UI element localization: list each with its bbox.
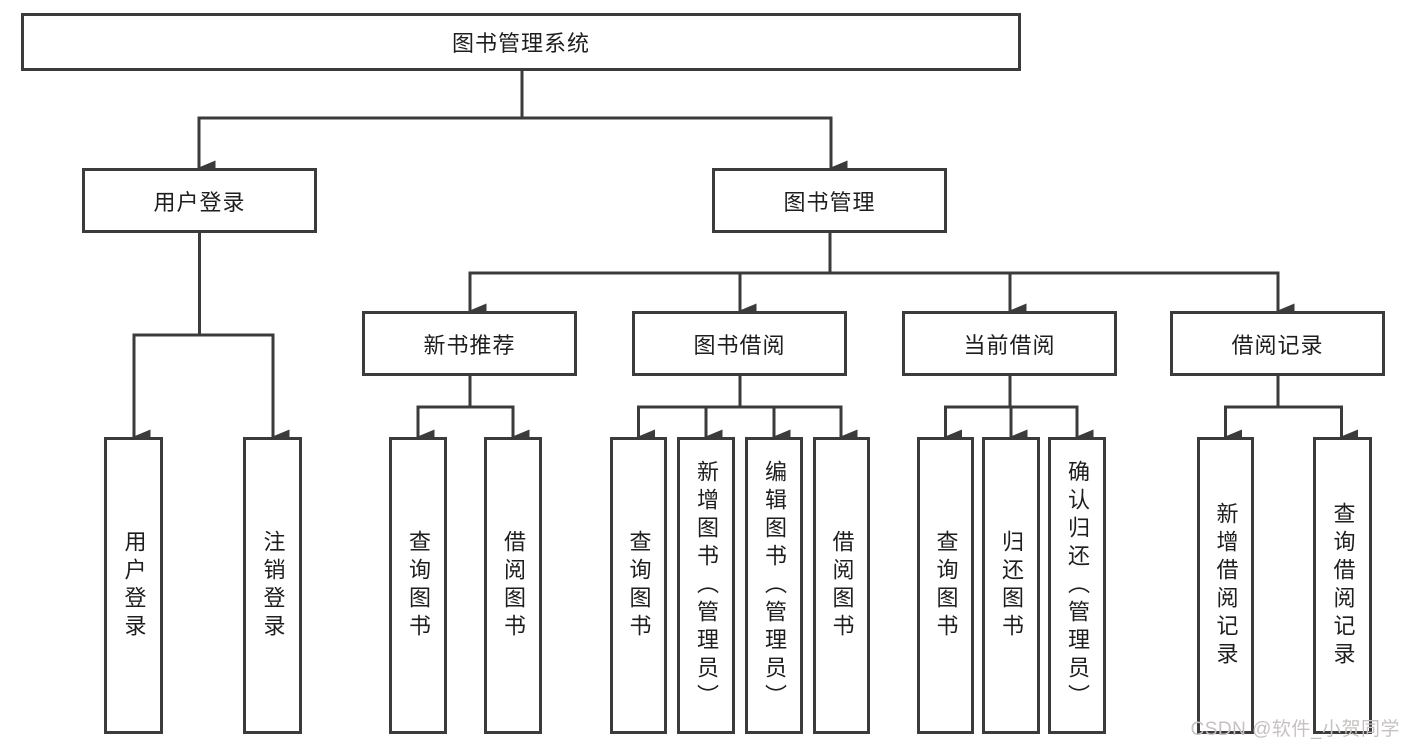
node-borrow-record: 借阅记录 (1170, 311, 1385, 376)
node-label: 借阅记录 (1231, 332, 1324, 358)
node-book-management: 图书管理 (712, 168, 947, 233)
leaf-borrow-book: 借阅图书 (813, 437, 870, 734)
leaf-return-book: 归还图书 (982, 437, 1040, 734)
leaf-query-book-borrow: 查询图书 (610, 437, 667, 734)
leaf-query-book-newbook: 查询图书 (389, 437, 447, 734)
leaf-query-borrow-record: 查询借阅记录 (1313, 437, 1372, 734)
leaf-edit-book-admin: 编辑图书（管理员） (745, 437, 803, 734)
leaf-borrow-book-newbook: 借阅图书 (484, 437, 542, 734)
node-user-login: 用户登录 (82, 168, 317, 233)
node-label: 查询图书 (626, 529, 652, 642)
node-label: 图书管理 (783, 189, 876, 215)
leaf-add-borrow-record: 新增借阅记录 (1197, 437, 1254, 734)
node-label: 新增图书（管理员） (694, 459, 719, 712)
node-label: 借阅图书 (829, 529, 855, 642)
node-current-borrow: 当前借阅 (902, 311, 1117, 376)
node-root-library-system: 图书管理系统 (21, 13, 1021, 71)
node-label: 查询图书 (406, 529, 431, 642)
leaf-query-book-current: 查询图书 (917, 437, 974, 734)
leaf-confirm-return-admin: 确认归还（管理员） (1048, 437, 1106, 734)
node-label: 注销登录 (260, 529, 286, 642)
csdn-watermark: CSDN @软件_小贺同学 (1190, 719, 1400, 740)
node-label: 用户登录 (153, 189, 246, 215)
node-label: 图书管理系统 (451, 31, 590, 56)
node-label: 当前借阅 (963, 332, 1056, 358)
node-new-book-recommend: 新书推荐 (362, 311, 577, 376)
node-label: 查询借阅记录 (1330, 501, 1356, 670)
leaf-logout: 注销登录 (243, 437, 302, 734)
node-label: 新增借阅记录 (1213, 501, 1239, 670)
node-label: 借阅图书 (501, 529, 526, 642)
leaf-user-login: 用户登录 (104, 437, 163, 734)
node-label: 归还图书 (999, 529, 1024, 642)
node-label: 新书推荐 (423, 332, 516, 358)
node-book-borrow: 图书借阅 (632, 311, 847, 376)
node-label: 编辑图书（管理员） (762, 459, 787, 712)
node-label: 图书借阅 (693, 332, 786, 358)
leaf-add-book-admin: 新增图书（管理员） (677, 437, 735, 734)
node-label: 确认归还（管理员） (1065, 459, 1090, 712)
node-label: 用户登录 (121, 529, 147, 642)
node-label: 查询图书 (933, 529, 959, 642)
